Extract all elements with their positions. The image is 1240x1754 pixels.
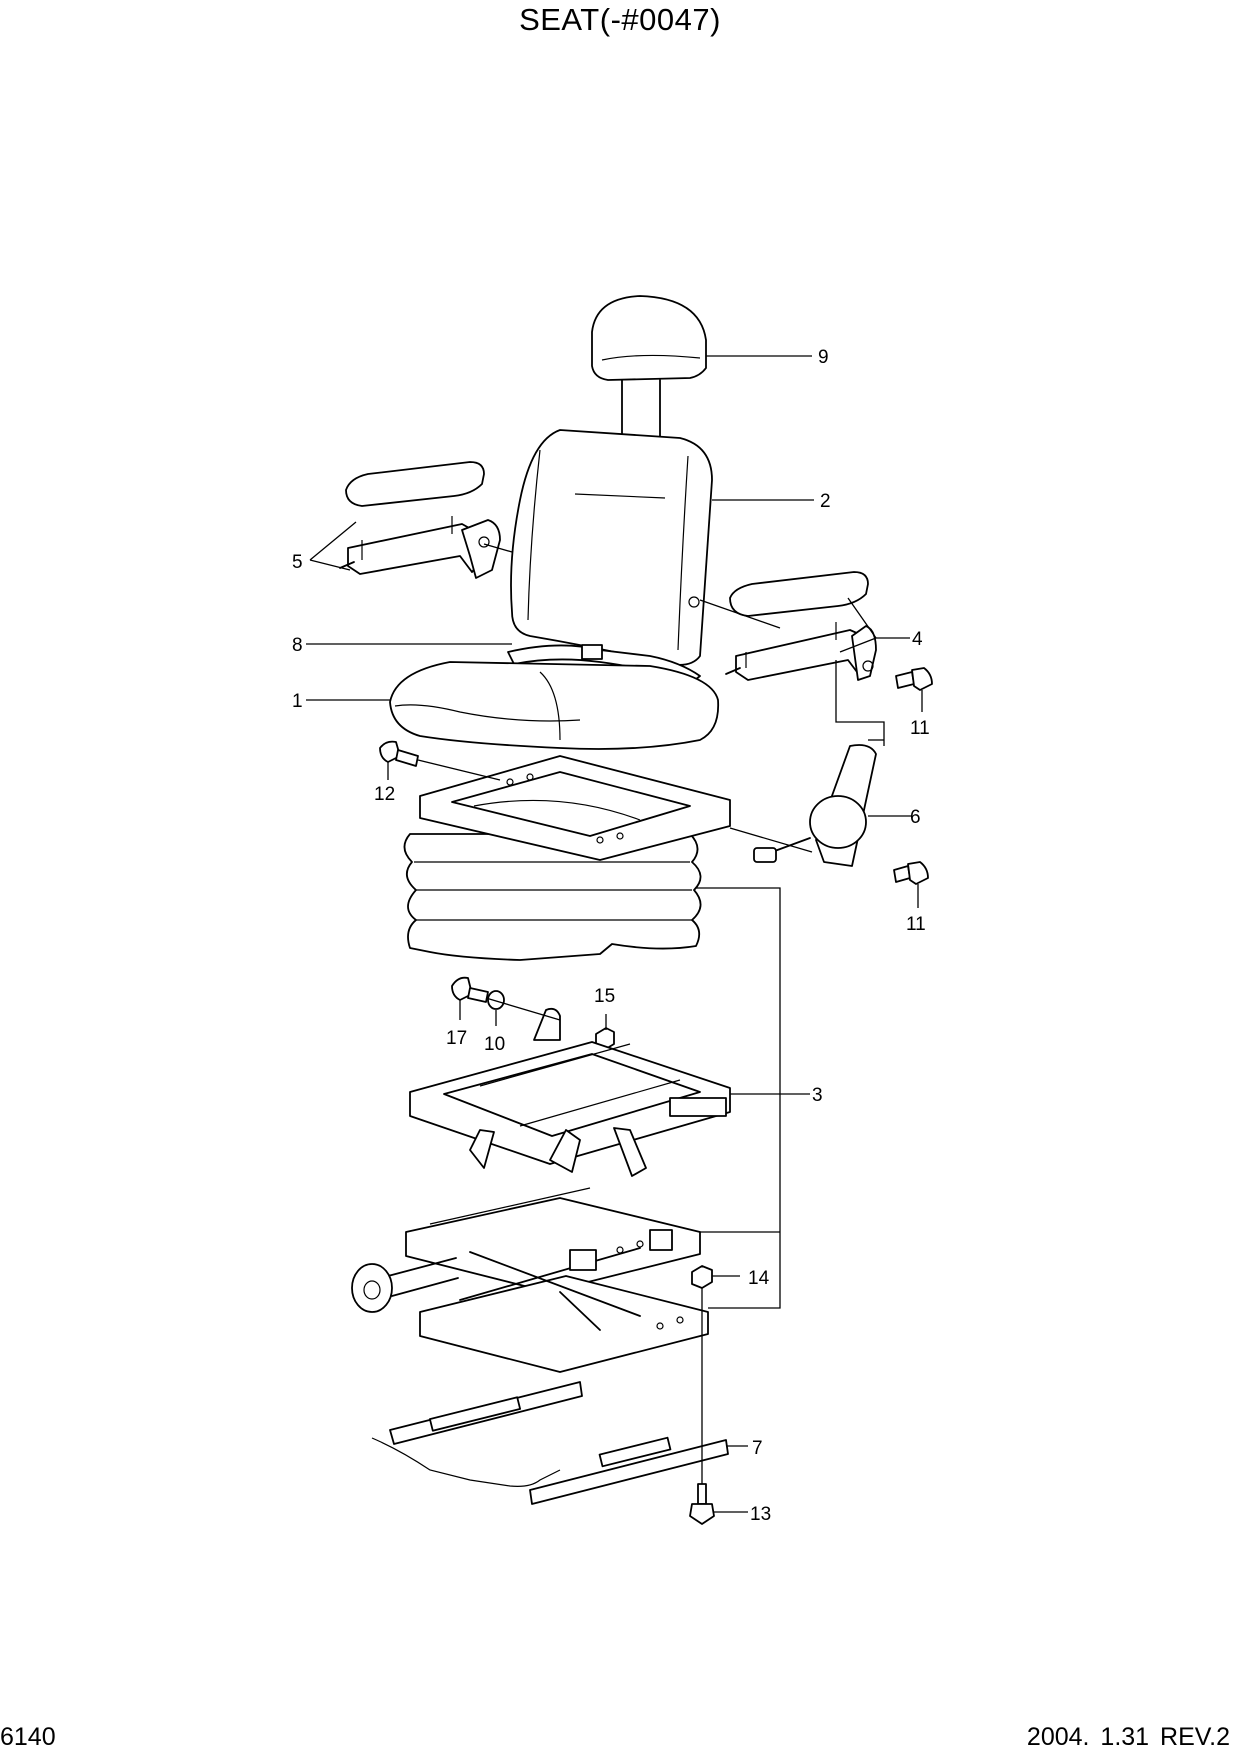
callout-2: 2 — [820, 491, 831, 512]
callout-17: 17 — [446, 1028, 467, 1049]
callout-4: 4 — [912, 629, 923, 650]
bolt-12 — [379, 740, 419, 767]
bolt-upper-right — [895, 667, 933, 691]
callout-9: 9 — [818, 347, 829, 368]
bolt-13 — [689, 1483, 715, 1525]
armrest-right — [725, 571, 877, 681]
headrest — [591, 295, 707, 437]
callout-3: 3 — [812, 1085, 823, 1106]
callout-12: 12 — [374, 784, 395, 805]
callout-5: 5 — [292, 552, 303, 573]
backrest — [510, 429, 713, 666]
bellows-top-frame — [419, 755, 731, 861]
callout-6: 6 — [910, 807, 921, 828]
bolt-17 — [451, 976, 489, 1003]
callout-7: 7 — [752, 1438, 763, 1459]
washer-10 — [487, 990, 505, 1010]
callout-1: 1 — [292, 691, 303, 712]
scissor-lift-base — [351, 1187, 709, 1373]
callout-14: 14 — [748, 1268, 770, 1289]
page-number: 6140 — [0, 1723, 56, 1751]
backrest-adjuster — [753, 744, 877, 867]
bellows — [403, 833, 702, 961]
nut-14 — [691, 1265, 713, 1289]
callout-13: 13 — [750, 1504, 771, 1525]
suspension-upper-frame — [409, 1007, 731, 1177]
callout-8: 8 — [292, 635, 303, 656]
slide-rail-left — [371, 1381, 583, 1487]
leader-lines — [306, 355, 923, 1513]
callout-11-upper: 11 — [910, 718, 930, 739]
callout-15: 15 — [594, 986, 615, 1007]
callout-10: 10 — [484, 1034, 505, 1055]
seat-cushion — [389, 661, 720, 750]
slide-rail-right — [529, 1436, 729, 1505]
revision-date: 2004. 1.31 REV.2 — [1026, 1723, 1230, 1751]
bolt-lower-right — [893, 861, 929, 885]
armrest-left — [339, 461, 501, 579]
callout-11-lower: 11 — [906, 914, 926, 935]
page-title: SEAT(-#0047) — [519, 2, 721, 37]
